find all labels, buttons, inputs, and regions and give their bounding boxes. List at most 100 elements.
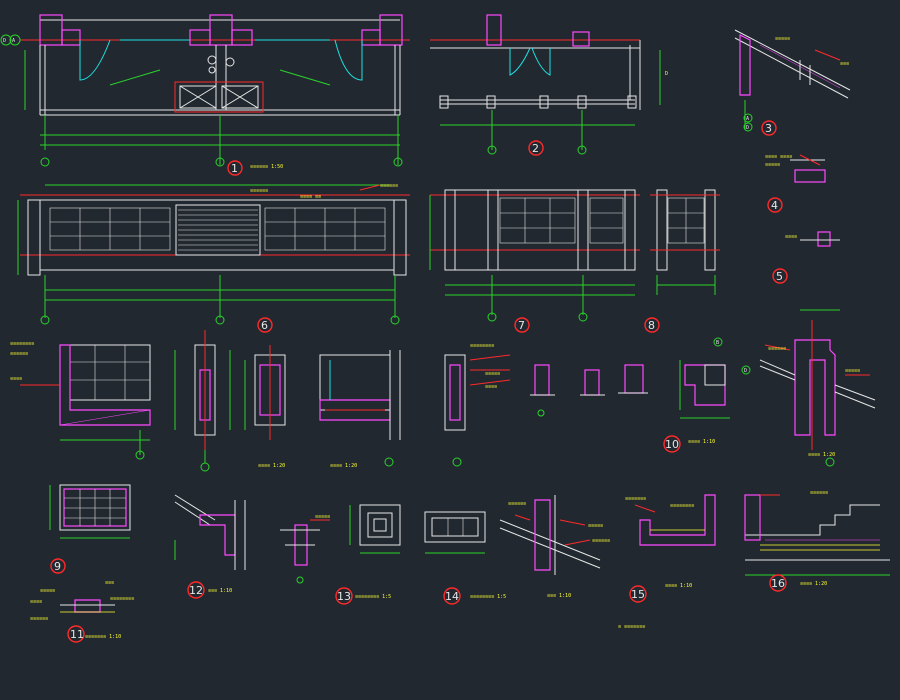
detail-6-elevation: ≡≡≡≡≡≡ ≡≡≡≡≡≡ ≡≡≡≡ ≡≡ (17, 183, 410, 325)
detail-bubble-5: 5 (772, 268, 788, 284)
svg-text:≡≡≡ 1:10: ≡≡≡ 1:10 (208, 588, 232, 594)
detail-5-small: ≡≡≡≡ (785, 231, 840, 247)
svg-text:3: 3 (765, 122, 772, 135)
svg-text:14: 14 (445, 590, 459, 603)
svg-text:≡≡≡≡≡≡≡: ≡≡≡≡≡≡≡ (625, 496, 646, 502)
svg-text:≡≡≡≡: ≡≡≡≡ (10, 376, 22, 382)
svg-text:13: 13 (337, 590, 351, 603)
detail-bubble-10: 10 (663, 435, 681, 453)
axis-d-d-label: D (746, 125, 749, 131)
detail-8-elevation (650, 189, 720, 295)
svg-text:≡≡≡≡≡: ≡≡≡≡≡ (40, 588, 55, 594)
svg-text:≡≡≡: ≡≡≡ (105, 580, 114, 586)
svg-text:≡≡≡≡≡: ≡≡≡≡≡ (588, 523, 603, 529)
detail-bubble-15: 15 (629, 585, 647, 603)
svg-text:≡≡≡≡ 1:20: ≡≡≡≡ 1:20 (330, 463, 357, 469)
detail-bubble-14: 14 (443, 587, 461, 605)
svg-text:D: D (665, 71, 668, 77)
detail-10-section: ≡≡≡≡ 1:10 (679, 337, 751, 445)
svg-text:12: 12 (189, 584, 203, 597)
svg-text:11: 11 (70, 628, 84, 641)
svg-text:4: 4 (771, 199, 778, 212)
row3-section-a: ≡≡≡≡≡≡≡≡ ≡≡≡≡≡≡ ≡≡≡≡ (10, 341, 151, 460)
svg-text:≡≡≡≡≡: ≡≡≡≡≡ (315, 514, 330, 520)
detail-bubble-4: 4 (767, 197, 783, 213)
detail-bubble-11: 11 (67, 625, 85, 643)
row3-small-details (530, 364, 648, 417)
svg-text:≡≡≡≡≡≡≡≡ 1:5: ≡≡≡≡≡≡≡≡ 1:5 (355, 594, 391, 600)
detail-bubble-2: 2 (528, 140, 544, 156)
svg-text:≡≡≡≡≡≡: ≡≡≡≡≡≡ (30, 616, 48, 622)
detail-12-section: ≡≡≡ 1:10 (174, 494, 246, 594)
svg-text:≡≡≡≡ 1:20: ≡≡≡≡ 1:20 (258, 463, 285, 469)
svg-text:1: 1 (231, 162, 238, 175)
detail-bubble-3: 3 (761, 120, 777, 136)
svg-text:15: 15 (631, 588, 645, 601)
brick-pattern-right (265, 208, 385, 250)
svg-text:≡≡≡≡≡≡: ≡≡≡≡≡≡ (250, 188, 268, 194)
svg-text:≡≡≡≡≡≡ 1:50: ≡≡≡≡≡≡ 1:50 (250, 164, 283, 170)
detail-bubble-6: 6 (257, 317, 273, 333)
detail-14-section: ≡≡≡≡≡≡ ≡≡≡≡≡ ≡≡≡≡≡≡ ≡≡≡ 1:10 (499, 495, 610, 599)
svg-text:≡≡≡≡≡: ≡≡≡≡≡ (775, 36, 790, 42)
svg-text:≡≡≡≡ 1:10: ≡≡≡≡ 1:10 (688, 439, 715, 445)
svg-text:≡≡≡≡≡: ≡≡≡≡≡ (765, 162, 780, 168)
svg-text:≡≡≡≡≡≡: ≡≡≡≡≡≡ (592, 538, 610, 544)
svg-text:10: 10 (665, 438, 679, 451)
svg-text:≡≡≡≡≡: ≡≡≡≡≡ (485, 371, 500, 377)
svg-text:16: 16 (771, 577, 785, 590)
svg-text:≡≡≡≡ 1:10: ≡≡≡≡ 1:10 (665, 583, 692, 589)
row3-section-b (174, 330, 231, 472)
frame-square (349, 504, 401, 554)
detail-15-section: ≡≡≡≡≡≡≡ ≡≡≡≡≡≡≡≡ ≡≡≡≡ 1:10 (625, 494, 716, 589)
detail-7-elevation (429, 189, 640, 322)
svg-text:≡≡≡≡≡: ≡≡≡≡≡ (845, 368, 860, 374)
row3-section-d: ≡≡≡≡ 1:20 (319, 350, 401, 469)
detail-13-section: ≡≡≡≡≡ ≡≡≡≡≡≡≡≡ 1:5 (280, 514, 391, 600)
svg-text:≡≡≡≡≡≡≡≡: ≡≡≡≡≡≡≡≡ (470, 343, 494, 349)
sheet-note: ≡ ≡≡≡≡≡≡≡ (618, 624, 645, 630)
svg-text:≡≡≡≡≡≡: ≡≡≡≡≡≡ (380, 183, 398, 189)
svg-text:6: 6 (261, 319, 268, 332)
svg-text:≡≡≡≡≡≡: ≡≡≡≡≡≡ (10, 351, 28, 357)
svg-text:≡≡≡≡ 1:20: ≡≡≡≡ 1:20 (800, 581, 827, 587)
svg-text:≡≡≡≡ 1:20: ≡≡≡≡ 1:20 (808, 452, 835, 458)
svg-text:≡≡≡≡: ≡≡≡≡ (30, 599, 42, 605)
svg-text:≡≡≡≡≡≡≡≡: ≡≡≡≡≡≡≡≡ (110, 596, 134, 602)
svg-text:≡≡≡≡ ≡≡≡≡: ≡≡≡≡ ≡≡≡≡ (765, 154, 792, 160)
detail-bubble-16: 16 (769, 574, 787, 592)
detail-bubble-13: 13 (335, 587, 353, 605)
row3-section-c: ≡≡≡≡ 1:20 (244, 345, 286, 469)
detail-bubble-1: 1 (227, 160, 243, 176)
svg-text:≡≡≡≡: ≡≡≡≡ (785, 234, 797, 240)
svg-text:7: 7 (518, 319, 525, 332)
axis-a-label: A (12, 38, 15, 44)
frame-rect: ≡≡≡≡≡≡≡≡ 1:5 (424, 511, 506, 600)
svg-text:≡≡≡ 1:10: ≡≡≡ 1:10 (547, 593, 571, 599)
detail-16-steps: ≡≡≡≡≡≡ ≡≡≡≡ 1:20 (744, 490, 890, 587)
svg-text:≡≡≡≡≡≡≡ 1:10: ≡≡≡≡≡≡≡ 1:10 (85, 634, 121, 640)
svg-text:8: 8 (648, 319, 655, 332)
row3-section-e: ≡≡≡≡≡≡≡≡ ≡≡≡≡≡ ≡≡≡≡ (444, 343, 511, 467)
detail-2-plan: D (430, 14, 668, 155)
detail-3-section: ≡≡≡≡≡ ≡≡≡ (734, 29, 851, 132)
detail-1-plan: ≡≡≡≡≡≡ 1:50 (20, 14, 410, 170)
axis-b-right-label: B (716, 340, 719, 346)
axis-d-right-label: D (744, 368, 747, 374)
svg-text:9: 9 (54, 560, 61, 573)
detail-9-grille (49, 484, 131, 539)
axis-d-label: D (3, 38, 6, 44)
svg-text:≡≡≡≡≡≡≡≡: ≡≡≡≡≡≡≡≡ (670, 503, 694, 509)
detail-bubbles: 1 2 3 4 5 6 7 8 (50, 120, 788, 643)
svg-text:2: 2 (532, 142, 539, 155)
svg-text:≡≡≡≡≡≡: ≡≡≡≡≡≡ (768, 346, 786, 352)
axis-a-d-label: A (746, 116, 749, 122)
svg-text:≡≡≡: ≡≡≡ (840, 61, 849, 67)
detail-bubble-9: 9 (50, 558, 66, 574)
axis-bubbles-left: D A (0, 34, 21, 46)
svg-text:≡≡≡≡≡≡≡≡ 1:5: ≡≡≡≡≡≡≡≡ 1:5 (470, 594, 506, 600)
detail-11-section: ≡≡≡≡≡ ≡≡≡≡ ≡≡≡≡≡≡ ≡≡≡ ≡≡≡≡≡≡≡≡ ≡≡≡≡≡≡≡ 1… (30, 580, 134, 640)
svg-text:≡≡≡≡ ≡≡: ≡≡≡≡ ≡≡ (300, 194, 321, 200)
door-louvres (178, 209, 258, 251)
